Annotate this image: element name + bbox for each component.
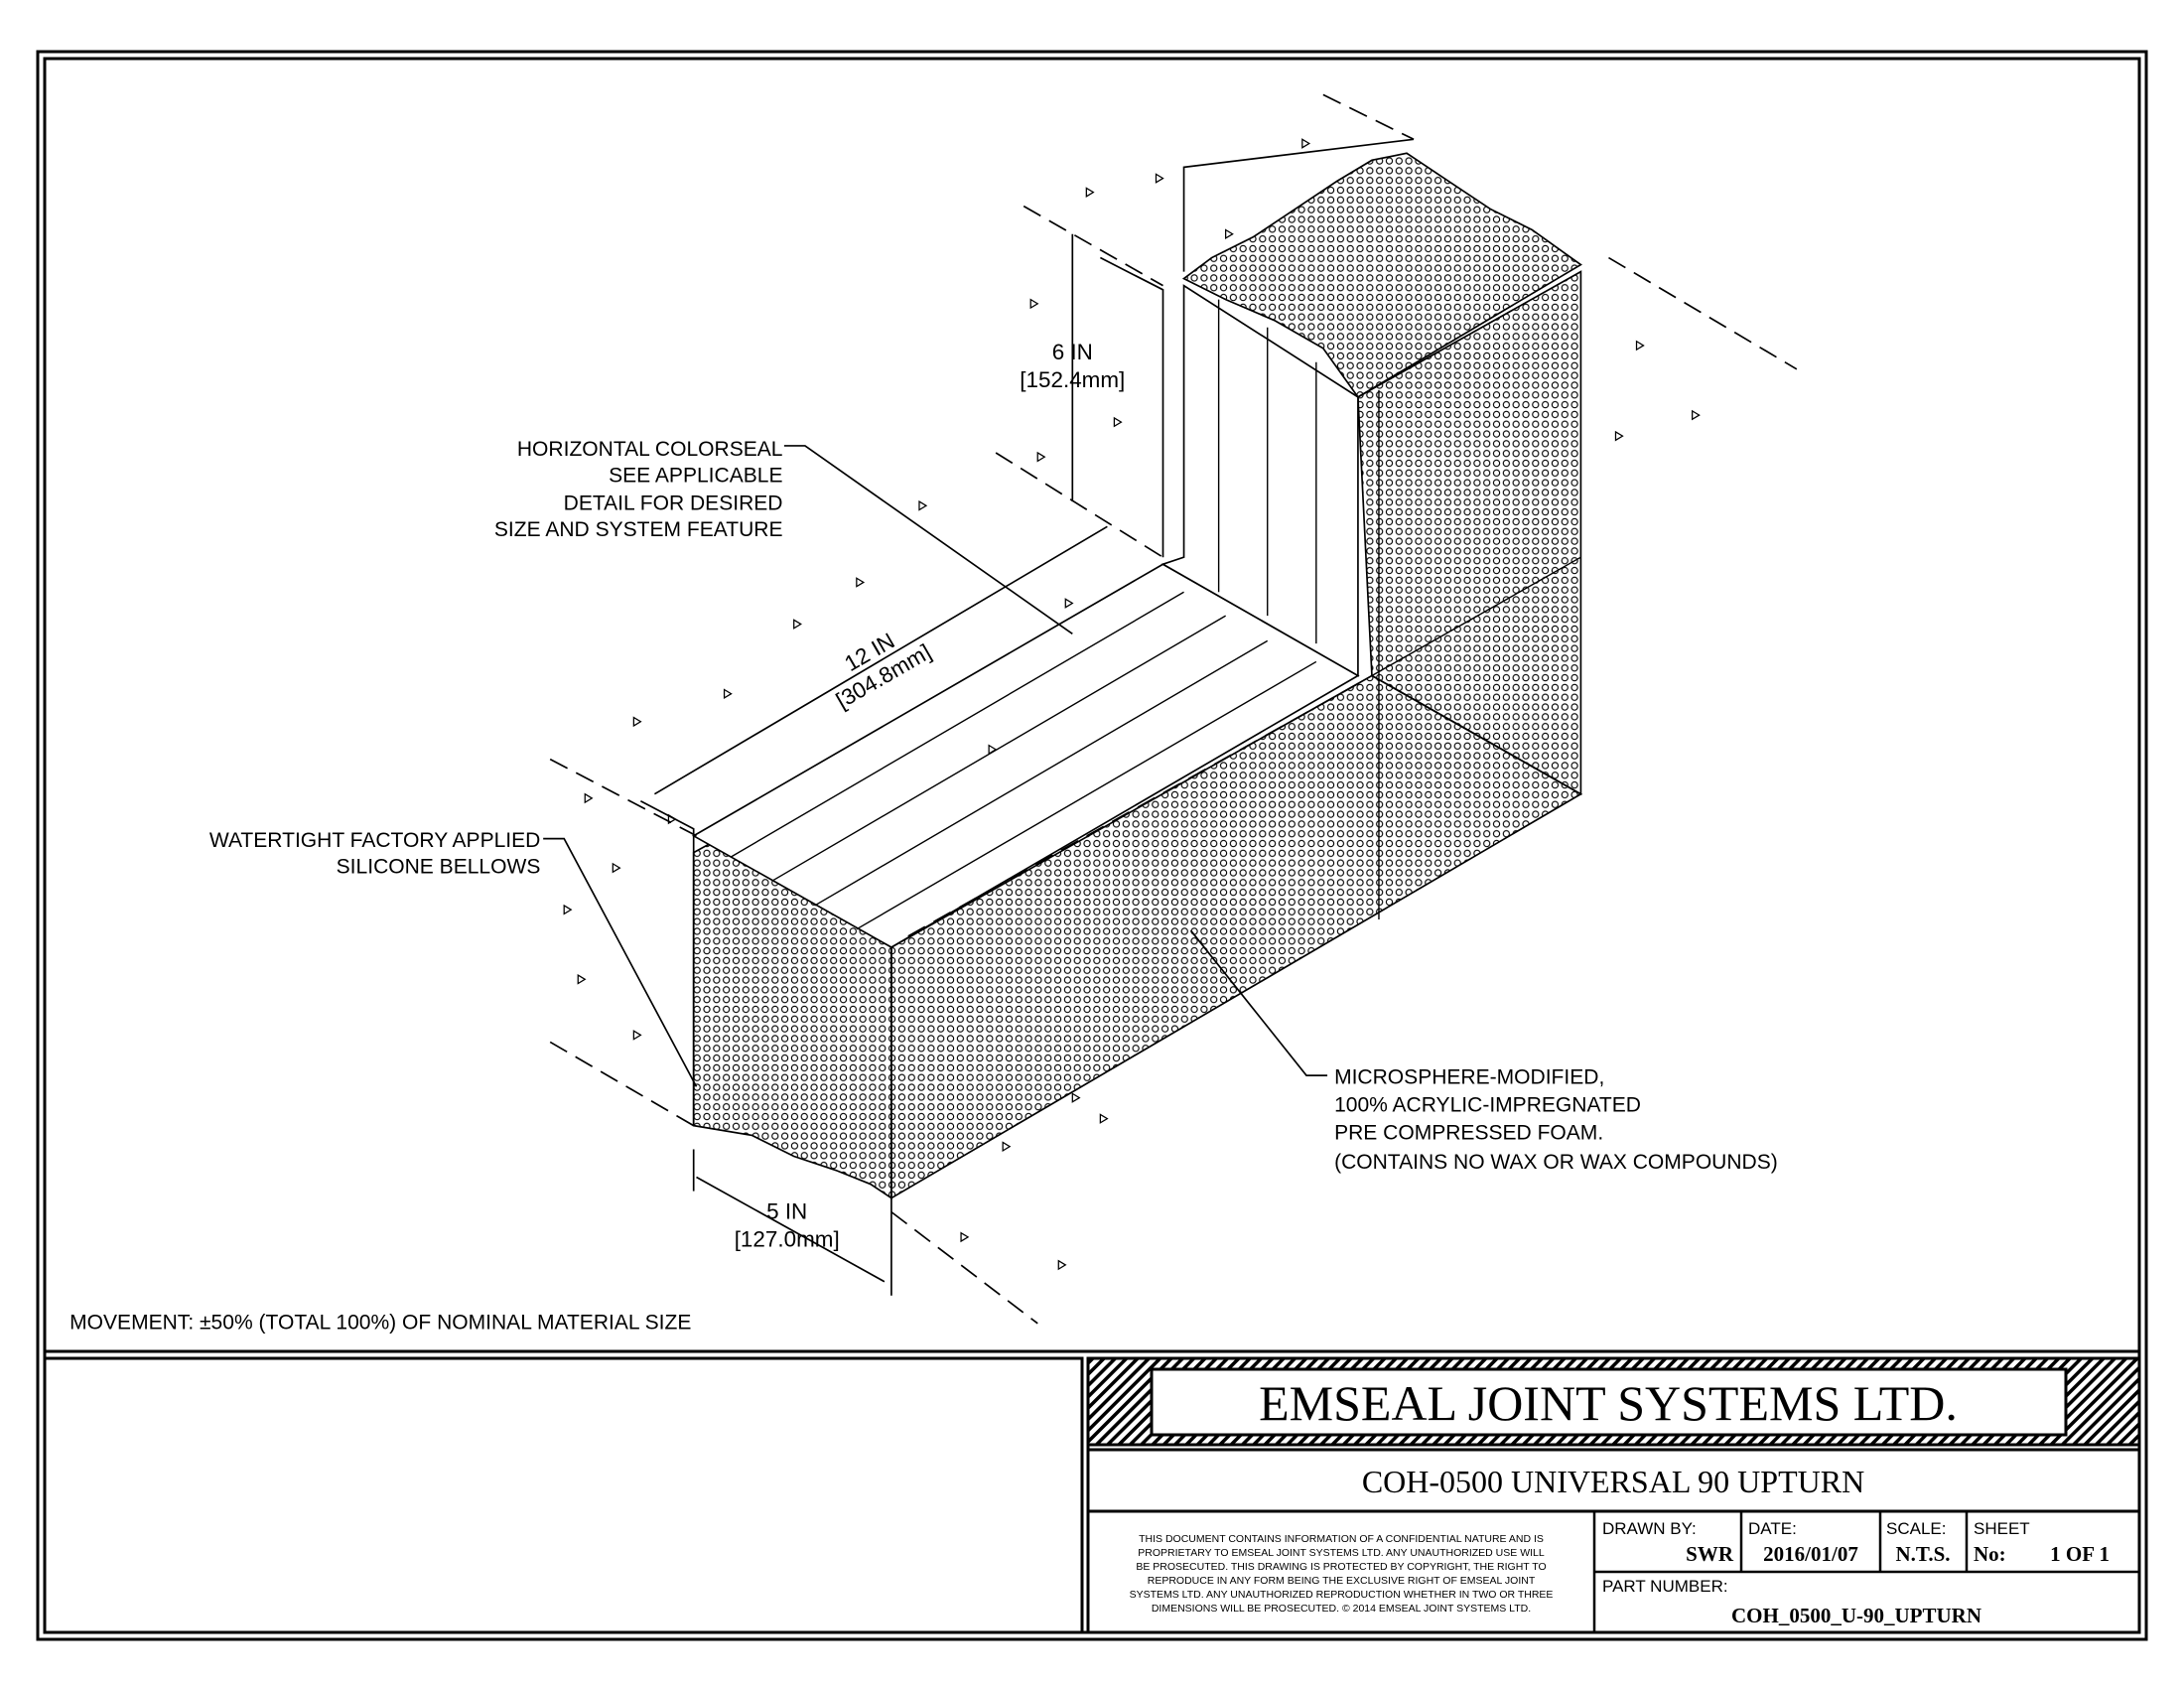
sheet-no-label: No: bbox=[1974, 1542, 2006, 1566]
dim-width-metric: [127.0mm] bbox=[735, 1227, 840, 1252]
sheet-value: 1 OF 1 bbox=[2050, 1542, 2110, 1566]
label-line: SIZE AND SYSTEM FEATURE bbox=[494, 518, 783, 541]
label-microsphere: MICROSPHERE-MODIFIED, 100% ACRYLIC-IMPRE… bbox=[1334, 1066, 1778, 1175]
label-line: SEE APPLICABLE bbox=[609, 464, 782, 487]
movement-note: MOVEMENT: ±50% (TOTAL 100%) OF NOMINAL M… bbox=[69, 1311, 691, 1334]
drawn-by-label: DRAWN BY: bbox=[1602, 1519, 1697, 1538]
label-line: DETAIL FOR DESIRED bbox=[564, 492, 783, 514]
dim-width-value: 5 IN bbox=[766, 1199, 807, 1224]
scale-label: SCALE: bbox=[1886, 1519, 1946, 1538]
company-name: EMSEAL JOINT SYSTEMS LTD. bbox=[1259, 1375, 1958, 1431]
part-number-value: COH_0500_U-90_UPTURN bbox=[1731, 1604, 1981, 1627]
bellows-vertical bbox=[1160, 284, 1359, 677]
label-line: SILICONE BELLOWS bbox=[337, 856, 541, 879]
label-line: HORIZONTAL COLORSEAL bbox=[517, 438, 783, 461]
label-line: 100% ACRYLIC-IMPREGNATED bbox=[1334, 1094, 1641, 1117]
date-value: 2016/01/07 bbox=[1763, 1542, 1858, 1566]
legal-notice: THIS DOCUMENT CONTAINS INFORMATION OF A … bbox=[1130, 1533, 1554, 1615]
scale-value: N.T.S. bbox=[1895, 1542, 1950, 1566]
legal-line: REPRODUCE IN ANY FORM BEING THE EXCLUSIV… bbox=[1148, 1575, 1536, 1587]
revision-box bbox=[43, 1356, 1084, 1634]
label-line: WATERTIGHT FACTORY APPLIED bbox=[209, 829, 540, 852]
label-horizontal-colorseal: HORIZONTAL COLORSEAL SEE APPLICABLE DETA… bbox=[494, 438, 783, 541]
legal-line: THIS DOCUMENT CONTAINS INFORMATION OF A … bbox=[1139, 1533, 1544, 1545]
legal-line: DIMENSIONS WILL BE PROSECUTED. © 2014 EM… bbox=[1152, 1603, 1531, 1615]
label-line: MICROSPHERE-MODIFIED, bbox=[1334, 1066, 1604, 1089]
foam-top-face bbox=[1181, 152, 1582, 398]
legal-line: SYSTEMS LTD. ANY UNAUTHORIZED REPRODUCTI… bbox=[1130, 1589, 1554, 1601]
dim-vertical-value: 6 IN bbox=[1052, 340, 1093, 364]
outer-border bbox=[36, 50, 2148, 1641]
label-line: PRE COMPRESSED FOAM. bbox=[1334, 1122, 1603, 1145]
drawn-by-value: SWR bbox=[1686, 1542, 1734, 1566]
label-line: (CONTAINS NO WAX OR WAX COMPOUNDS) bbox=[1334, 1151, 1778, 1174]
sheet-label: SHEET bbox=[1974, 1519, 2030, 1538]
dim-vertical-metric: [152.4mm] bbox=[1020, 367, 1125, 392]
joint-isometric: HORIZONTAL COLORSEAL SEE APPLICABLE DETA… bbox=[69, 93, 1798, 1334]
label-watertight: WATERTIGHT FACTORY APPLIED SILICONE BELL… bbox=[209, 829, 540, 879]
legal-line: BE PROSECUTED. THIS DRAWING IS PROTECTED… bbox=[1136, 1561, 1546, 1573]
legal-line: PROPRIETARY TO EMSEAL JOINT SYSTEMS LTD.… bbox=[1138, 1547, 1545, 1559]
part-number-label: PART NUMBER: bbox=[1602, 1577, 1728, 1596]
foam-vertical-face bbox=[1357, 270, 1582, 796]
date-label: DATE: bbox=[1748, 1519, 1797, 1538]
concrete-aggregate bbox=[563, 138, 1701, 1271]
drawing-title: COH-0500 UNIVERSAL 90 UPTURN bbox=[1362, 1464, 1864, 1499]
